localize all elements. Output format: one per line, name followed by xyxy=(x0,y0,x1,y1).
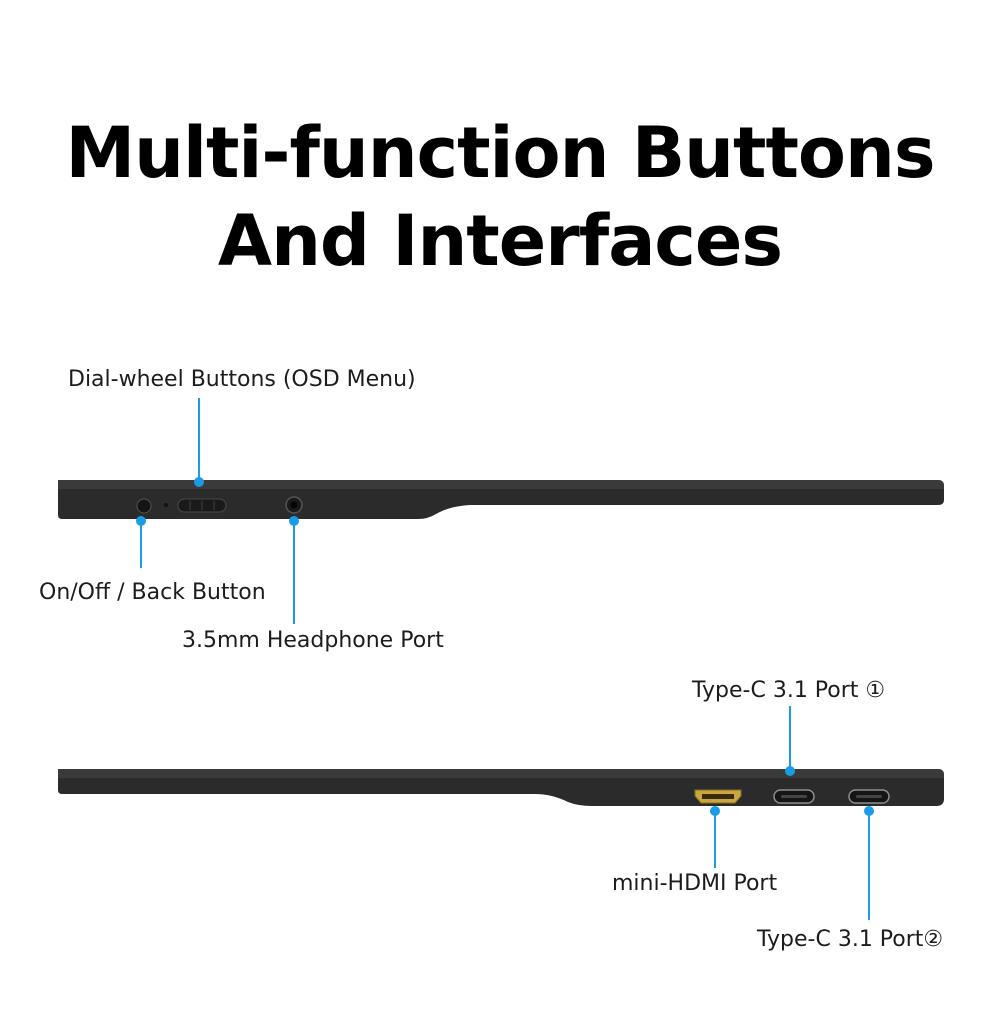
mini-hdmi-callout-line xyxy=(714,810,716,868)
dial-wheel-callout-line xyxy=(198,398,200,482)
page-title-line-1: Multi-function Buttons xyxy=(65,112,935,194)
type-c-port-1-label: Type-C 3.1 Port ① xyxy=(692,678,886,703)
type-c-2-callout-line xyxy=(868,810,870,920)
status-led-icon xyxy=(164,503,168,507)
power-callout-line xyxy=(140,520,142,568)
page-title-line-2: And Interfaces xyxy=(217,200,783,282)
dial-wheel-callout-dot xyxy=(194,477,204,487)
power-button-icon xyxy=(136,498,152,514)
power-button-label: On/Off / Back Button xyxy=(39,580,266,605)
top-monitor-body xyxy=(58,480,944,519)
dial-wheel-label: Dial-wheel Buttons (OSD Menu) xyxy=(68,367,416,392)
headphone-callout-line xyxy=(293,520,295,624)
type-c-port-2-label: Type-C 3.1 Port② xyxy=(757,927,944,952)
type-c-1-callout-line xyxy=(789,706,791,768)
mini-hdmi-port-label: mini-HDMI Port xyxy=(612,871,778,896)
headphone-port-label: 3.5mm Headphone Port xyxy=(182,628,444,653)
type-c-1-callout-dot xyxy=(785,766,795,776)
